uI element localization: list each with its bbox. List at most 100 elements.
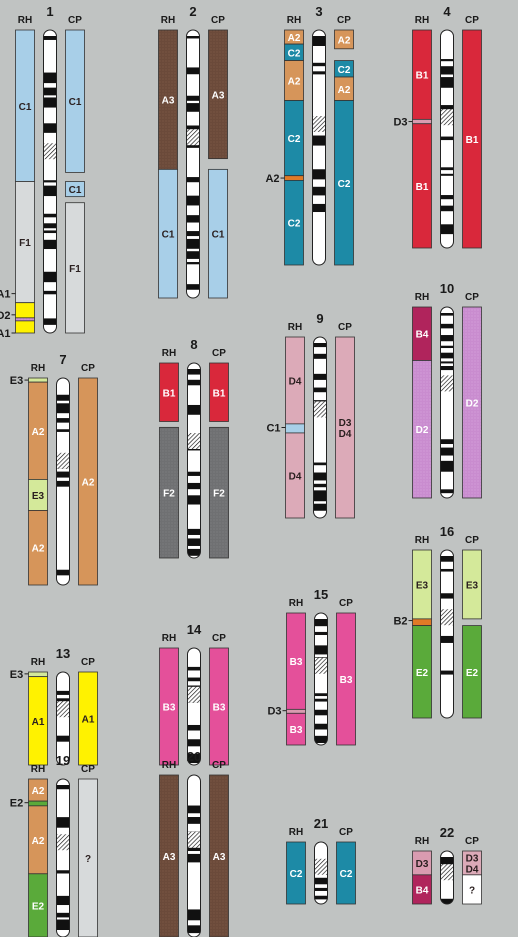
chromosome-band bbox=[44, 223, 57, 228]
centromere bbox=[57, 453, 70, 469]
chromosome-band bbox=[44, 123, 57, 133]
rh-segment-label: A2 bbox=[32, 427, 45, 438]
chromosome-band bbox=[44, 214, 57, 218]
rh-segment-C1 bbox=[286, 424, 305, 433]
rh-segment-label: E2 bbox=[416, 668, 429, 679]
chromosome-band bbox=[441, 448, 454, 456]
cp-segment-label: C1 bbox=[212, 230, 225, 241]
chromosome-band bbox=[314, 504, 327, 511]
chromosome-band bbox=[441, 174, 454, 176]
rh-header: RH bbox=[289, 827, 303, 838]
chromosome-band bbox=[314, 374, 327, 380]
rh-header: RH bbox=[162, 760, 176, 771]
side-label: E3 bbox=[10, 669, 23, 681]
side-label: C1 bbox=[266, 423, 280, 435]
chromosome-band bbox=[441, 593, 454, 598]
chromosome-band bbox=[188, 549, 201, 556]
chromosome-band bbox=[313, 169, 326, 179]
cp-segment-label: E3 bbox=[466, 580, 479, 591]
chromosome-band bbox=[44, 291, 57, 294]
chromosome-band bbox=[188, 667, 201, 671]
chromosome-number: 14 bbox=[187, 622, 202, 637]
chromosome-band bbox=[187, 177, 200, 182]
rh-segment-label: C1 bbox=[162, 230, 175, 241]
chromosome-band bbox=[441, 324, 454, 329]
chromosome-band bbox=[188, 405, 201, 415]
cp-segment-label: D3 bbox=[339, 418, 352, 429]
chromosome-band bbox=[187, 67, 200, 74]
cp-header: CP bbox=[465, 292, 479, 303]
rh-header: RH bbox=[31, 657, 45, 668]
cp-header: CP bbox=[212, 633, 226, 644]
cp-segment-label: C1 bbox=[69, 185, 82, 196]
chromosome-band bbox=[187, 36, 200, 38]
chromosome-band bbox=[188, 854, 201, 862]
rh-segment-A1 bbox=[16, 321, 35, 333]
rh-segment-label: D3 bbox=[416, 859, 429, 870]
chromosome-band bbox=[188, 678, 201, 682]
centromere bbox=[441, 609, 454, 625]
chromosome-band bbox=[441, 66, 454, 74]
chromosome-band bbox=[57, 472, 70, 478]
rh-segment-D3 bbox=[287, 709, 306, 713]
chromosome-band bbox=[441, 77, 454, 88]
cp-segment-label: D3 bbox=[466, 853, 479, 864]
chromosome-band bbox=[441, 195, 454, 199]
chromosome-band bbox=[57, 403, 70, 413]
cp-segment-label: C2 bbox=[338, 65, 351, 76]
cp-segment-label: ? bbox=[469, 885, 475, 896]
chromosome-band bbox=[315, 632, 328, 635]
centromere bbox=[188, 433, 201, 449]
chromosome-number: 16 bbox=[440, 524, 454, 539]
cp-header: CP bbox=[465, 15, 479, 26]
rh-segment-label: D4 bbox=[289, 376, 302, 387]
chromosome-band bbox=[57, 913, 70, 918]
chromosome-band bbox=[187, 96, 200, 101]
chromosome-number: 22 bbox=[440, 825, 454, 840]
side-label: D2 bbox=[0, 310, 11, 322]
chromosome-band bbox=[44, 180, 57, 182]
chromosome-band bbox=[57, 481, 70, 487]
chromosome-band bbox=[187, 262, 200, 264]
chromosome-band bbox=[187, 251, 200, 259]
rh-segment-label: A2 bbox=[288, 33, 301, 44]
rh-segment-label: A2 bbox=[32, 786, 45, 797]
cp-segment-label: F2 bbox=[213, 489, 225, 500]
chromosome-band bbox=[57, 429, 70, 432]
rh-segment-label: C1 bbox=[19, 102, 32, 113]
chromosome-band bbox=[441, 461, 454, 472]
chromosome-number: 15 bbox=[314, 587, 328, 602]
chromosome-13-group: 13RHCPA1A1E3 bbox=[10, 646, 98, 765]
chromosome-band bbox=[188, 925, 201, 933]
chromosome-band bbox=[441, 335, 454, 341]
chromosome-band bbox=[188, 483, 201, 489]
chromosome-band bbox=[314, 354, 327, 359]
rh-segment-label: B1 bbox=[416, 182, 429, 193]
cp-segment-label: B1 bbox=[466, 135, 479, 146]
cp-header: CP bbox=[211, 15, 225, 26]
chromosome-band bbox=[188, 472, 201, 476]
chromosome-band bbox=[187, 215, 200, 222]
chromosome-band bbox=[315, 736, 328, 743]
rh-segment-label: B3 bbox=[163, 703, 176, 714]
chromosome-22-group: 22RHCPD3B4D3D4? bbox=[413, 825, 482, 904]
rh-header: RH bbox=[415, 292, 429, 303]
chromosome-band bbox=[313, 36, 326, 46]
chromosome-band bbox=[57, 870, 70, 873]
cp-segment-label: E2 bbox=[466, 668, 479, 679]
rh-segment-label: C2 bbox=[288, 134, 301, 145]
chromosome-band bbox=[313, 71, 326, 74]
chromosome-band bbox=[44, 88, 57, 96]
chromosome-band bbox=[44, 318, 57, 324]
chromosome-band bbox=[441, 353, 454, 359]
chromosome-number: 20 bbox=[187, 749, 201, 764]
chromosome-number: 9 bbox=[316, 311, 323, 326]
chromosome-band bbox=[187, 284, 200, 290]
centromere bbox=[441, 109, 454, 125]
side-label: D3 bbox=[393, 117, 407, 129]
rh-header: RH bbox=[31, 764, 45, 775]
cp-segment-label: B3 bbox=[340, 675, 353, 686]
